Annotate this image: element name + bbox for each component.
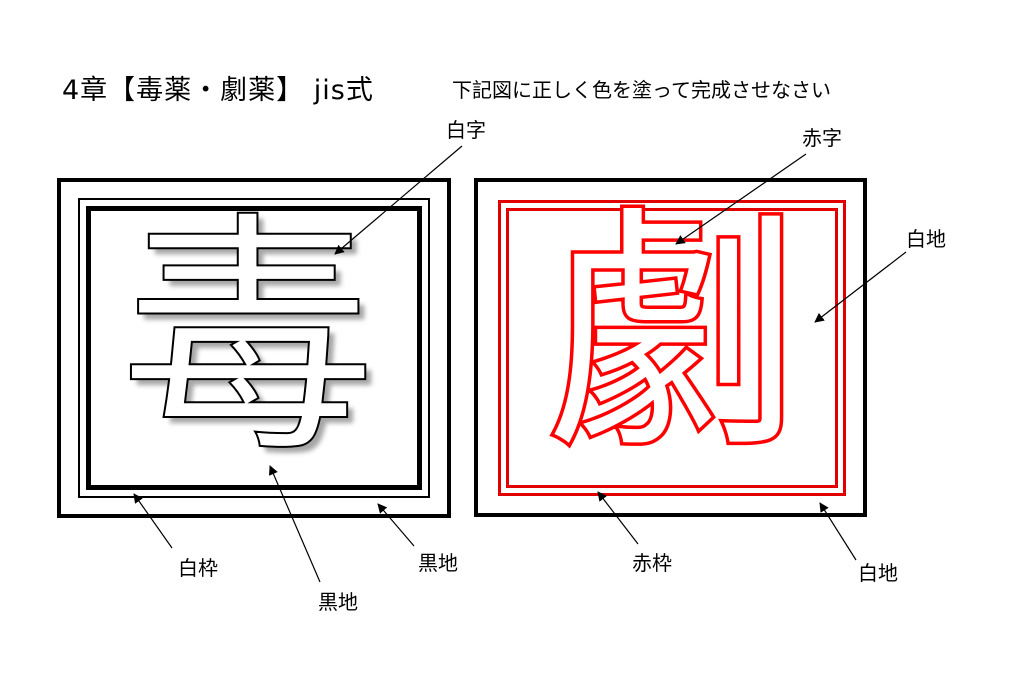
poison-label-outer-border	[57, 178, 451, 518]
powerful-character: 劇	[546, 186, 802, 483]
label-red-frame: 赤枠	[632, 551, 672, 575]
label-white-background-right: 白地	[906, 227, 946, 251]
label-black-background-outer: 黒地	[418, 551, 458, 575]
label-white-background-bottom: 白地	[858, 561, 898, 585]
label-red-character: 赤字	[802, 126, 842, 150]
label-black-background-inner: 黒地	[318, 590, 358, 614]
powerful-frame-outer-red-line	[498, 200, 846, 496]
instruction-text: 下記図に正しく色を塗って完成させなさい	[452, 78, 831, 102]
poison-frame-thick-line	[86, 206, 422, 490]
poison-character: 毒	[119, 191, 376, 488]
page-title: 4章【毒薬・劇薬】 jis式	[62, 75, 374, 106]
powerful-frame-inner-red-line	[506, 208, 838, 488]
label-white-frame: 白枠	[178, 556, 218, 580]
powerful-label-outer-border	[474, 178, 867, 517]
label-white-character: 白字	[446, 118, 486, 142]
poison-frame-thin-line	[78, 198, 430, 498]
